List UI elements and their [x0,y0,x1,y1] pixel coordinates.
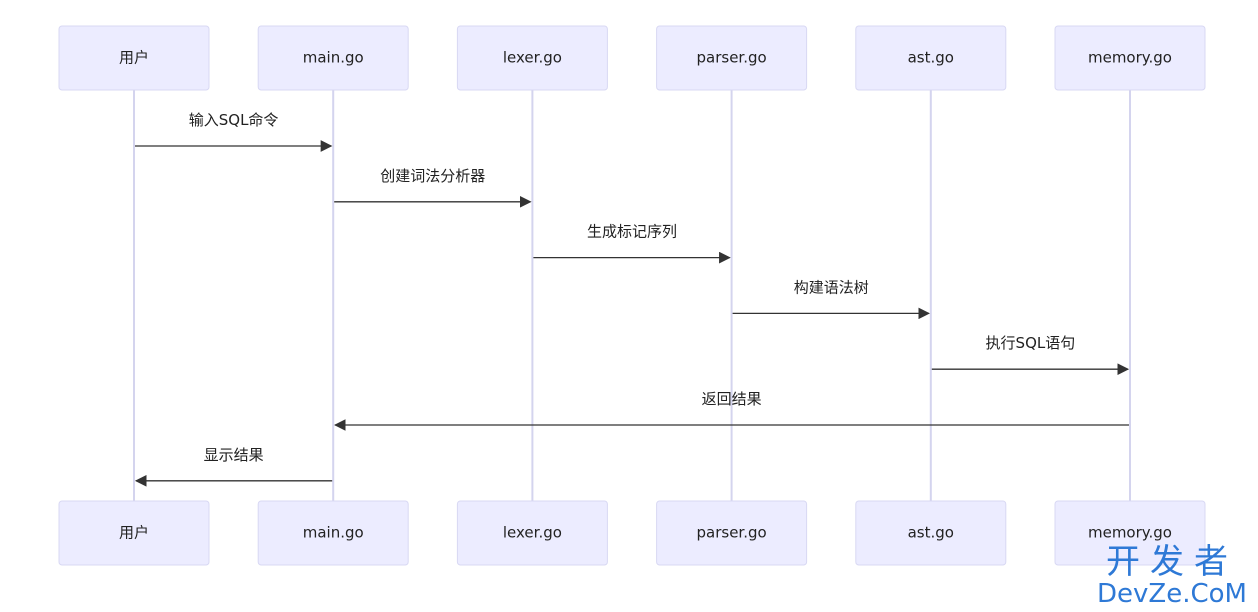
participant-label-top-2: lexer.go [503,49,562,67]
participant-label-bottom-3: parser.go [697,524,767,542]
watermark-chinese-text: 开发者 [1106,542,1238,582]
message-label-4: 执行SQL语句 [986,334,1076,352]
participant-box-top-5 [1054,25,1206,91]
watermark-latin-text: DevZe.CoM [1097,579,1247,609]
message-label-6: 显示结果 [204,446,264,464]
message-label-1: 创建词法分析器 [380,167,485,185]
participant-label-top-0: 用户 [119,49,149,67]
participant-box-bottom-4 [855,500,1007,566]
participant-box-bottom-0 [58,500,210,566]
participant-box-top-3 [656,25,808,91]
participant-box-top-4 [855,25,1007,91]
participant-box-bottom-1 [257,500,409,566]
participant-label-top-3: parser.go [697,49,767,67]
participant-label-bottom-2: lexer.go [503,524,562,542]
participant-box-top-2 [456,25,608,91]
devze-watermark-logo: 开发者 DevZe.CoM [1096,544,1248,608]
message-label-3: 构建语法树 [794,278,869,296]
participant-label-top-1: main.go [303,49,364,67]
participant-label-top-5: memory.go [1088,49,1172,67]
participant-box-bottom-3 [656,500,808,566]
participant-box-top-1 [257,25,409,91]
participant-label-bottom-4: ast.go [908,524,954,542]
message-label-5: 返回结果 [702,390,762,408]
message-label-0: 输入SQL命令 [189,111,279,129]
participant-box-bottom-2 [456,500,608,566]
participant-label-top-4: ast.go [908,49,954,67]
participant-label-bottom-5: memory.go [1088,524,1172,542]
participant-label-bottom-0: 用户 [119,524,149,542]
message-label-2: 生成标记序列 [587,223,677,241]
participant-label-bottom-1: main.go [303,524,364,542]
participant-box-bottom-5 [1054,500,1206,566]
participant-box-top-0 [58,25,210,91]
